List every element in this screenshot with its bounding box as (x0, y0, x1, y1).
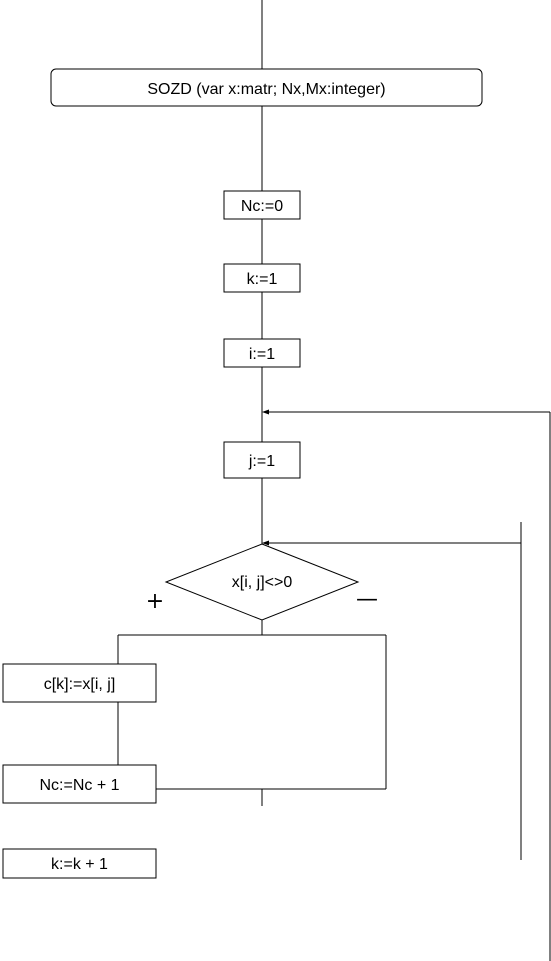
header-node: SOZD (var x:matr; Nx,Mx:integer) (50, 68, 483, 107)
j-init-node: j:=1 (223, 441, 301, 479)
condition-diamond (164, 543, 360, 621)
connectors (117, 0, 551, 961)
assign-c-label: c[k]:=x[i, j] (44, 676, 116, 693)
arrowheads (262, 409, 269, 546)
k-init-box (223, 263, 301, 293)
inner-loop-arrowhead (262, 540, 269, 546)
nc-init-label: Nc:=0 (241, 198, 283, 215)
i-init-box (223, 338, 301, 368)
k-init-label: k:=1 (247, 271, 278, 288)
k-inc-box (2, 848, 157, 879)
j-init-box (223, 441, 301, 479)
nc-inc-label: Nc:=Nc + 1 (39, 777, 119, 794)
condition-label: x[i, j]<>0 (232, 574, 293, 591)
nc-inc-box (2, 764, 157, 804)
k-inc-node: k:=k + 1 (2, 848, 157, 879)
i-init-label: i:=1 (249, 346, 275, 363)
branch-yes-sign: + (146, 589, 164, 614)
k-init-node: k:=1 (223, 263, 301, 293)
header-node-label: SOZD (var x:matr; Nx,Mx:integer) (147, 81, 385, 98)
nc-init-box (223, 190, 301, 220)
i-init-node: i:=1 (223, 338, 301, 368)
nc-init-node: Nc:=0 (223, 190, 301, 220)
assign-c-box (2, 663, 157, 703)
condition-node: x[i, j]<>0 (164, 543, 360, 621)
header-node-box (50, 68, 483, 107)
j-init-label: j:=1 (248, 453, 275, 470)
outer-loop-arrowhead (262, 409, 269, 415)
assign-c-node: c[k]:=x[i, j] (2, 663, 157, 703)
nc-inc-node: Nc:=Nc + 1 (2, 764, 157, 804)
k-inc-label: k:=k + 1 (51, 856, 108, 873)
branch-no-sign: — (356, 587, 378, 612)
